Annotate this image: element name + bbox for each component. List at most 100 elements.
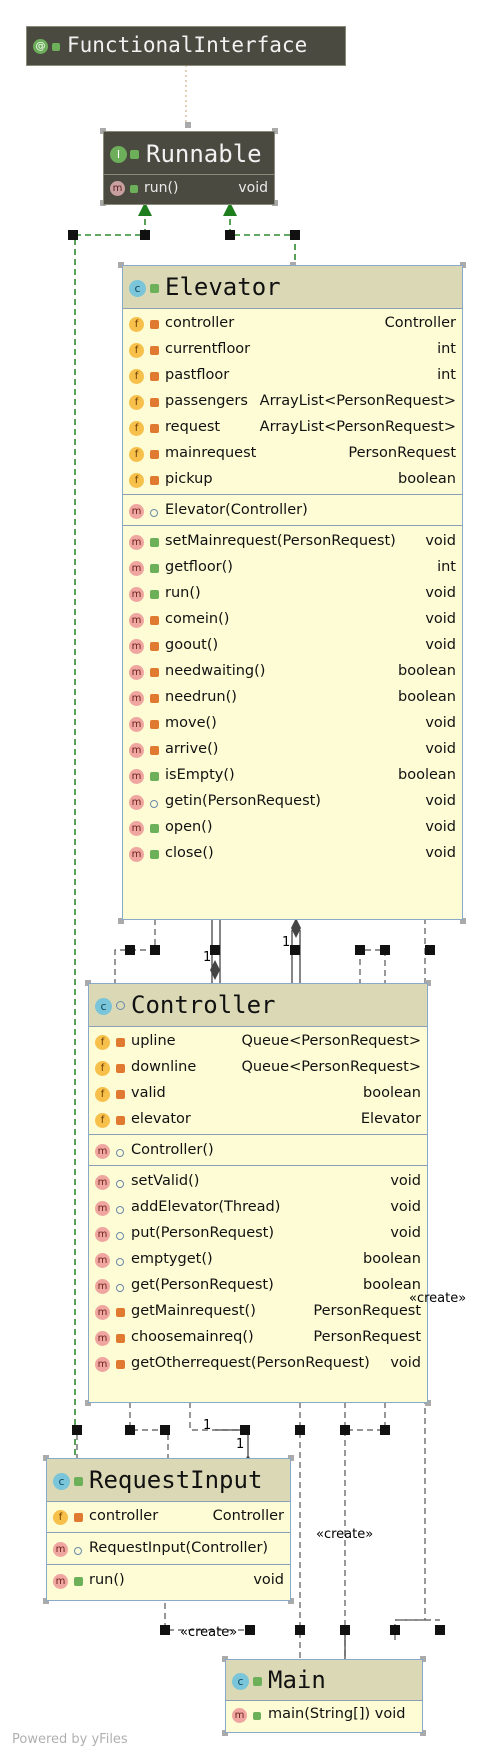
- multiplicity-label: 1: [282, 935, 291, 950]
- member-name: getMainrequest(): [131, 1303, 256, 1319]
- member-type: void: [425, 533, 456, 549]
- member-type: void: [390, 1355, 421, 1371]
- method-icon: m: [129, 769, 144, 784]
- method-icon: m: [95, 1253, 110, 1268]
- create-label: «create»: [316, 1527, 374, 1542]
- section-divider: [123, 525, 462, 526]
- method-icon: m: [232, 1708, 247, 1723]
- member-name: arrive(): [165, 741, 219, 757]
- runnable-method-type: void: [238, 180, 268, 196]
- section-divider: [89, 1134, 427, 1135]
- method-icon: m: [129, 587, 144, 602]
- runnable-node[interactable]: I Runnable m run() void: [103, 131, 275, 205]
- member-name: open(): [165, 819, 213, 835]
- method-row[interactable]: m emptyget() boolean: [89, 1246, 427, 1274]
- member-name: emptyget(): [131, 1251, 213, 1267]
- member-name: close(): [165, 845, 214, 861]
- field-icon: f: [129, 421, 144, 436]
- public-access-icon: [150, 284, 159, 293]
- member-name: pickup: [165, 471, 213, 487]
- public-access-icon: [150, 590, 159, 599]
- class-icon: c: [129, 280, 146, 297]
- private-lock-icon: [116, 1334, 125, 1343]
- method-icon: m: [129, 504, 144, 519]
- private-lock-icon: [150, 372, 159, 381]
- member-type: Queue<PersonRequest>: [241, 1033, 421, 1049]
- package-access-icon: [116, 1284, 124, 1292]
- method-icon: m: [53, 1542, 68, 1557]
- member-name: isEmpty(): [165, 767, 235, 783]
- member-name: mainrequest: [165, 445, 257, 461]
- method-icon: m: [129, 821, 144, 836]
- package-access-icon: [74, 1547, 82, 1555]
- member-name: run(): [165, 585, 201, 601]
- package-access-icon: [150, 800, 158, 808]
- member-type: boolean: [363, 1251, 421, 1267]
- public-access-icon: [150, 824, 159, 833]
- member-name: needrun(): [165, 689, 237, 705]
- member-name: comein(): [165, 611, 230, 627]
- private-lock-icon: [150, 398, 159, 407]
- member-name: getfloor(): [165, 559, 233, 575]
- method-icon: m: [95, 1279, 110, 1294]
- method-icon: m: [95, 1201, 110, 1216]
- method-icon: m: [129, 639, 144, 654]
- member-name: getin(PersonRequest): [165, 793, 321, 809]
- method-icon: m: [129, 847, 144, 862]
- member-name: upline: [131, 1033, 176, 1049]
- method-row[interactable]: m getMainrequest() PersonRequest: [89, 1298, 427, 1326]
- runnable-title: Runnable: [146, 140, 262, 168]
- main-class[interactable]: c Main m main(String[]) void: [225, 1659, 423, 1733]
- public-access-icon: [130, 150, 139, 159]
- field-icon: f: [129, 369, 144, 384]
- private-lock-icon: [74, 1513, 83, 1522]
- class-icon: c: [53, 1473, 70, 1490]
- private-lock-icon: [116, 1038, 125, 1047]
- private-lock-icon: [150, 616, 159, 625]
- method-icon: m: [95, 1305, 110, 1320]
- at-annotation-icon: @: [33, 39, 48, 54]
- functional-interface-node[interactable]: @ FunctionalInterface: [26, 26, 346, 66]
- member-type: PersonRequest: [313, 1303, 421, 1319]
- package-access-icon: [116, 1206, 124, 1214]
- method-icon: m: [129, 613, 144, 628]
